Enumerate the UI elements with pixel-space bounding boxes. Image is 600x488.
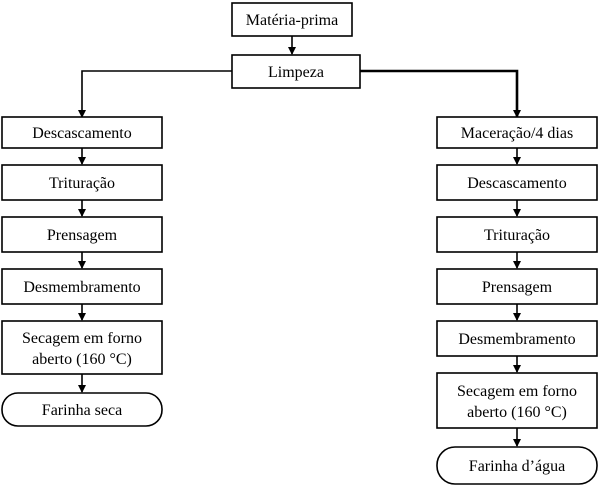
node-right-maceration-label: Maceração/4 dias bbox=[461, 125, 573, 142]
node-left-pressing: Prensagem bbox=[1, 216, 163, 253]
node-right-peeling-label: Descascamento bbox=[467, 175, 567, 192]
node-left-breaking-label: Desmembramento bbox=[23, 279, 140, 296]
node-left-product-label: Farinha seca bbox=[42, 402, 122, 419]
node-raw-material: Matéria-prima bbox=[231, 2, 353, 37]
node-right-product-label: Farinha d’água bbox=[469, 458, 565, 475]
node-right-breaking: Desmembramento bbox=[436, 320, 598, 357]
node-left-breaking: Desmembramento bbox=[1, 268, 163, 305]
node-right-grinding: Trituração bbox=[436, 216, 598, 253]
node-right-product: Farinha d’água bbox=[436, 446, 598, 485]
node-left-product: Farinha seca bbox=[1, 392, 163, 427]
node-right-pressing: Prensagem bbox=[436, 268, 598, 305]
node-right-peeling: Descascamento bbox=[436, 164, 598, 201]
node-right-drying-line2: aberto (160 °C) bbox=[467, 404, 567, 421]
arrow-cleaning-to-left-branch bbox=[78, 70, 232, 118]
node-right-breaking-label: Desmembramento bbox=[458, 331, 575, 348]
node-right-drying-line1: Secagem em forno bbox=[457, 383, 577, 400]
node-left-peeling-label: Descascamento bbox=[32, 125, 132, 142]
node-left-peeling: Descascamento bbox=[1, 116, 163, 149]
node-right-drying: Secagem em forno aberto (160 °C) bbox=[436, 372, 598, 429]
node-left-drying-line1: Secagem em forno bbox=[22, 330, 142, 347]
node-raw-material-label: Matéria-prima bbox=[246, 12, 338, 29]
arrow-cleaning-to-right-branch bbox=[360, 69, 521, 118]
node-cleaning-label: Limpeza bbox=[268, 64, 324, 81]
node-cleaning: Limpeza bbox=[231, 54, 361, 89]
node-right-maceration: Maceração/4 dias bbox=[436, 116, 598, 149]
node-left-drying: Secagem em forno aberto (160 °C) bbox=[1, 320, 163, 375]
node-left-grinding: Trituração bbox=[1, 164, 163, 201]
node-left-pressing-label: Prensagem bbox=[47, 227, 118, 244]
node-left-grinding-label: Trituração bbox=[49, 175, 115, 192]
connectors bbox=[78, 36, 521, 447]
node-left-drying-line2: aberto (160 °C) bbox=[32, 351, 132, 368]
node-right-grinding-label: Trituração bbox=[484, 227, 550, 244]
node-right-pressing-label: Prensagem bbox=[482, 279, 553, 296]
